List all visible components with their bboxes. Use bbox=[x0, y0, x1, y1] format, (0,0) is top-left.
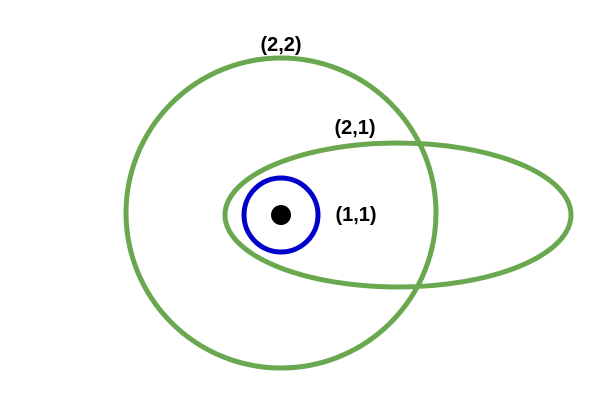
center-dot bbox=[271, 205, 291, 225]
inner-circle-label: (1,1) bbox=[335, 204, 376, 226]
inner-circle bbox=[241, 175, 321, 255]
outer-circle bbox=[123, 55, 439, 371]
ellipse-label: (2,1) bbox=[334, 117, 375, 139]
outer-circle-label: (2,2) bbox=[260, 34, 301, 56]
green-ellipse bbox=[222, 140, 574, 290]
